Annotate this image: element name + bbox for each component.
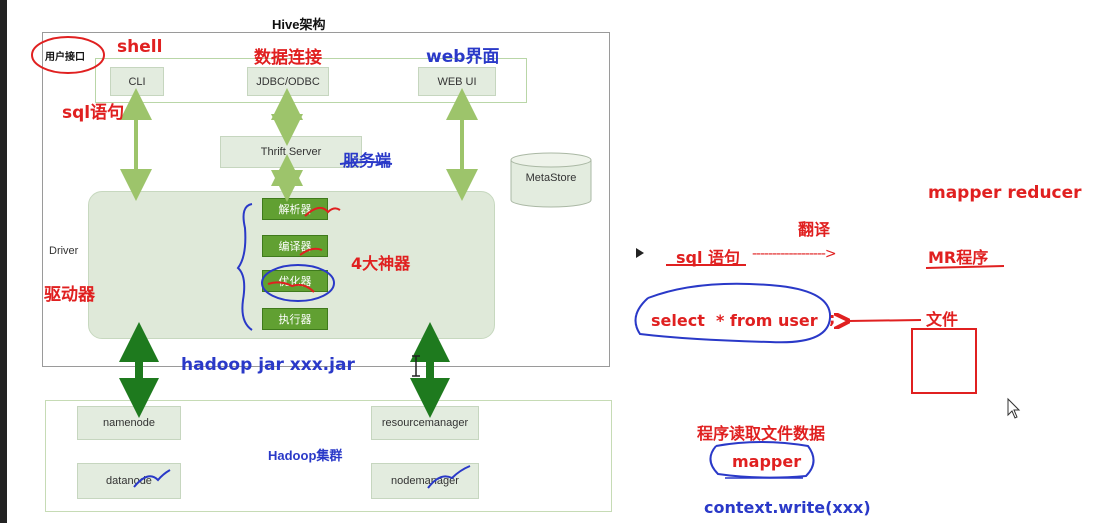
read-file-annotation: 程序读取文件数据 [697,424,826,443]
left-edge-bar [0,0,7,523]
driver-annotation: 驱动器 [44,285,95,305]
file-annotation: 文件 [926,310,959,329]
select-statement-annotation: select * from user [651,311,818,330]
file-box [911,328,977,394]
translation-arrow-dashes: ------------------> [752,246,837,262]
driver-label: Driver [49,245,79,257]
jdbc-odbc-box: JDBC/ODBC [247,67,329,96]
text-cursor-icon [412,355,420,377]
translate-annotation: 翻译 [798,220,831,239]
user-interface-circle [31,36,105,74]
sql-statement-2-annotation: sql 语句 [676,248,741,267]
mouse-pointer-icon [1007,397,1021,419]
metastore-label: MetaStore [525,172,577,184]
hadoop-cluster-label: Hadoop集群 [268,448,343,463]
semicolon-annotation: ; [829,309,836,328]
four-engines-annotation: 4大神器 [351,254,411,273]
mr-program-annotation: MR程序 [928,248,989,267]
compiler-component: 编译器 [262,235,328,257]
datanode-box: datanode [77,463,181,499]
nodemanager-box: nodemanager [371,463,479,499]
shell-annotation: shell [117,37,163,57]
mapper-reducer-annotation: mapper reducer [928,183,1082,203]
web-ui-annotation: web界面 [426,47,500,67]
play-triangle-icon [636,248,644,258]
diagram-title: Hive架构 [272,17,326,32]
metastore-cylinder [510,152,592,208]
server-side-annotation: 服务端 [343,151,392,170]
user-interface-label: 用户接口 [45,52,85,63]
mapper-annotation: mapper [732,452,802,471]
data-connect-annotation: 数据连接 [254,48,322,68]
hadoop-jar-annotation: hadoop jar xxx.jar [181,355,355,375]
context-write-annotation: context.write(xxx) [704,498,871,517]
sql-statement-annotation: sql语句 [62,103,125,123]
parser-component: 解析器 [262,198,328,220]
executor-component: 执行器 [262,308,328,330]
